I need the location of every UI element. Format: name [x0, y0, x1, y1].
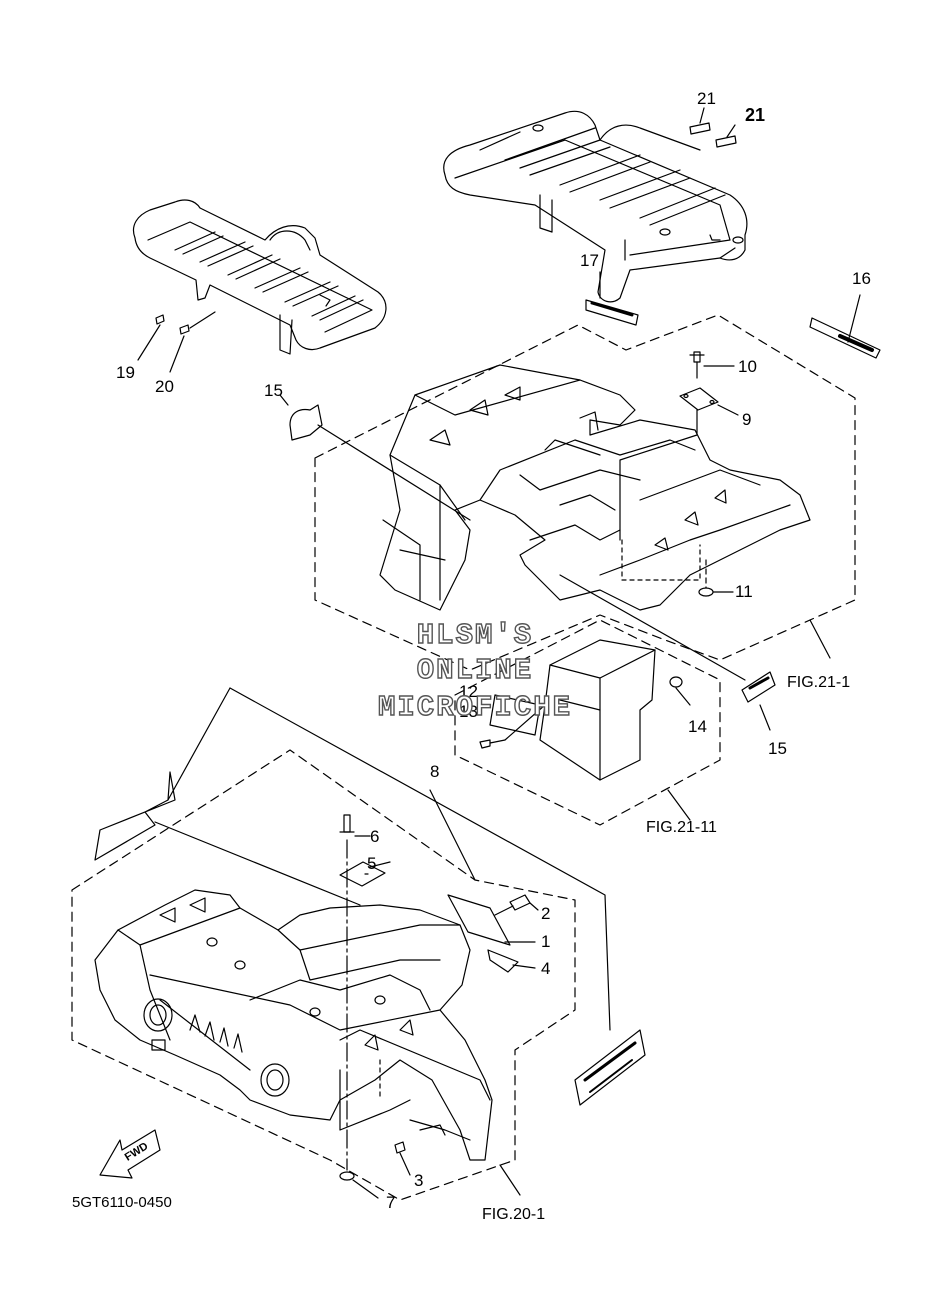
diagram-code: 5GT6110-0450: [72, 1194, 172, 1211]
part-label-3[interactable]: 3: [414, 1171, 424, 1190]
part-label-2[interactable]: 2: [541, 904, 551, 923]
part-label-11[interactable]: 11: [735, 582, 753, 601]
watermark-line-3: MICROFICHE: [377, 691, 573, 724]
fig-ref-21-1[interactable]: FIG.21-1: [787, 674, 851, 691]
front-carrier-drawing: [132, 199, 387, 355]
part-label-14[interactable]: 14: [688, 717, 707, 736]
part-label-6[interactable]: 6: [370, 827, 380, 846]
part-label-17[interactable]: 17: [580, 251, 599, 270]
front-fender-drawing: [94, 889, 493, 1161]
part-label-15b[interactable]: 15: [768, 739, 787, 758]
rear-carrier-drawing: [443, 110, 748, 303]
watermark-line-2: ONLINE: [416, 654, 534, 687]
part-label-8[interactable]: 8: [430, 762, 440, 781]
part-label-12[interactable]: 12: [459, 682, 478, 701]
watermark-line-1: HLSM'S: [416, 619, 534, 652]
part-label-5[interactable]: 5: [367, 854, 377, 873]
part-label-9[interactable]: 9: [742, 410, 752, 429]
part-label-21b[interactable]: 21: [745, 105, 766, 125]
part-label-16[interactable]: 16: [852, 269, 871, 288]
part-label-21a[interactable]: 21: [697, 89, 716, 108]
part-label-1[interactable]: 1: [541, 932, 551, 951]
rear-fender-drawing: [379, 364, 811, 611]
fig-ref-21-11[interactable]: FIG.21-11: [646, 819, 717, 836]
part-label-15a[interactable]: 15: [264, 381, 283, 400]
part-label-19[interactable]: 19: [116, 363, 135, 382]
part-label-13[interactable]: 13: [459, 702, 478, 721]
part-label-10[interactable]: 10: [738, 357, 757, 376]
part-label-20[interactable]: 20: [155, 377, 174, 396]
part-label-4[interactable]: 4: [541, 959, 551, 978]
fig-ref-20-1[interactable]: FIG.20-1: [482, 1206, 546, 1223]
mudguard-drawing: [539, 639, 656, 781]
part-label-7[interactable]: 7: [386, 1193, 396, 1212]
